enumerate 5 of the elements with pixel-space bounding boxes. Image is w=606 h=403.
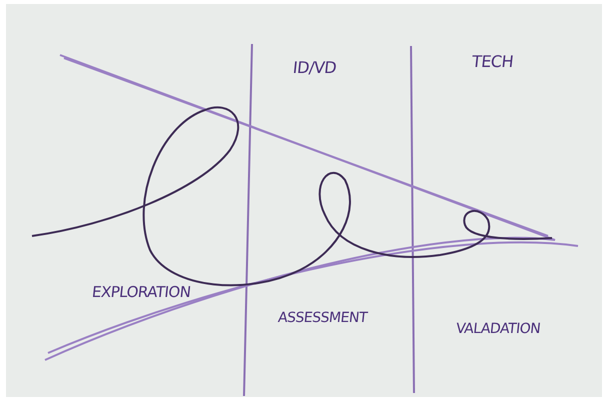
column-heading: TECH [471,52,514,71]
stage-label: EXPLORATION [91,283,192,301]
stage-label: VALADATION [455,321,541,337]
column-heading: ID/VD [292,58,338,77]
stage-label: ASSESSMENT [277,310,368,326]
